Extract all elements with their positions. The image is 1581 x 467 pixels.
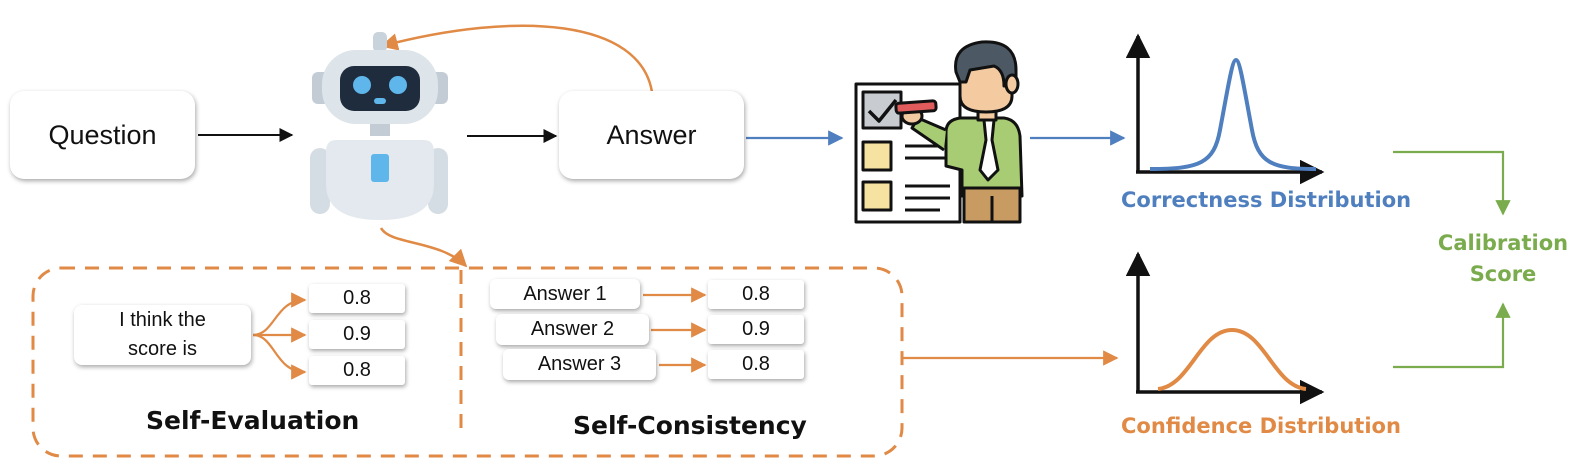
arrow-correctness-to-calibration <box>1393 150 1511 216</box>
question-box: Question <box>10 91 195 179</box>
self-evaluation-title: Self-Evaluation <box>146 406 360 435</box>
prompt-line-2: score is <box>128 338 197 360</box>
score-value: 0.8 <box>742 353 770 375</box>
answer-label: Answer <box>606 119 697 150</box>
answer-text: Answer 3 <box>537 353 622 375</box>
sc-score-1: 0.8 <box>708 280 804 309</box>
robot-icon <box>310 32 448 220</box>
methods-dashed-box <box>31 266 904 458</box>
score-value: 0.8 <box>343 287 371 309</box>
score-value: 0.8 <box>343 359 371 381</box>
grader-person-icon <box>854 40 1024 224</box>
self-consistency-title: Self-Consistency <box>573 411 807 440</box>
sc-answer-3: Answer 3 <box>503 349 656 380</box>
question-label: Question <box>48 119 157 150</box>
sc-answer-2: Answer 2 <box>496 314 649 345</box>
sc-score-2: 0.9 <box>708 315 804 344</box>
self-eval-score-1: 0.8 <box>309 284 405 313</box>
self-evaluation-prompt: I think the score is <box>74 305 251 365</box>
arrow-robot-to-methods <box>379 227 468 268</box>
self-eval-score-3: 0.8 <box>309 356 405 385</box>
calibration-line-2: Score <box>1469 262 1537 286</box>
arrow-answer-loop <box>380 24 654 93</box>
prompt-line-1: I think the <box>119 309 206 331</box>
correctness-chart <box>1125 33 1325 185</box>
confidence-chart <box>1125 251 1325 405</box>
sc-score-3: 0.8 <box>708 350 804 379</box>
self-eval-score-2: 0.9 <box>309 320 405 349</box>
score-value: 0.9 <box>343 323 371 345</box>
score-value: 0.9 <box>742 318 770 340</box>
score-value: 0.8 <box>742 283 770 305</box>
self-evaluation-branches <box>252 292 307 380</box>
arrow-confidence-to-calibration <box>1393 302 1511 369</box>
answer-text: Answer 2 <box>530 318 615 340</box>
correctness-distribution-label: Correctness Distribution <box>1121 188 1412 212</box>
answer-text: Answer 1 <box>523 282 607 305</box>
answer-box: Answer <box>559 91 744 179</box>
correctness-curve <box>1149 57 1317 171</box>
calibration-score-label: Calibration Score <box>1436 228 1570 290</box>
confidence-distribution-label: Confidence Distribution <box>1121 414 1401 438</box>
self-consistency-arrows <box>643 287 707 373</box>
confidence-curve <box>1157 327 1307 391</box>
calibration-line-1: Calibration <box>1437 231 1569 255</box>
sc-answer-1: Answer 1 <box>490 279 640 309</box>
